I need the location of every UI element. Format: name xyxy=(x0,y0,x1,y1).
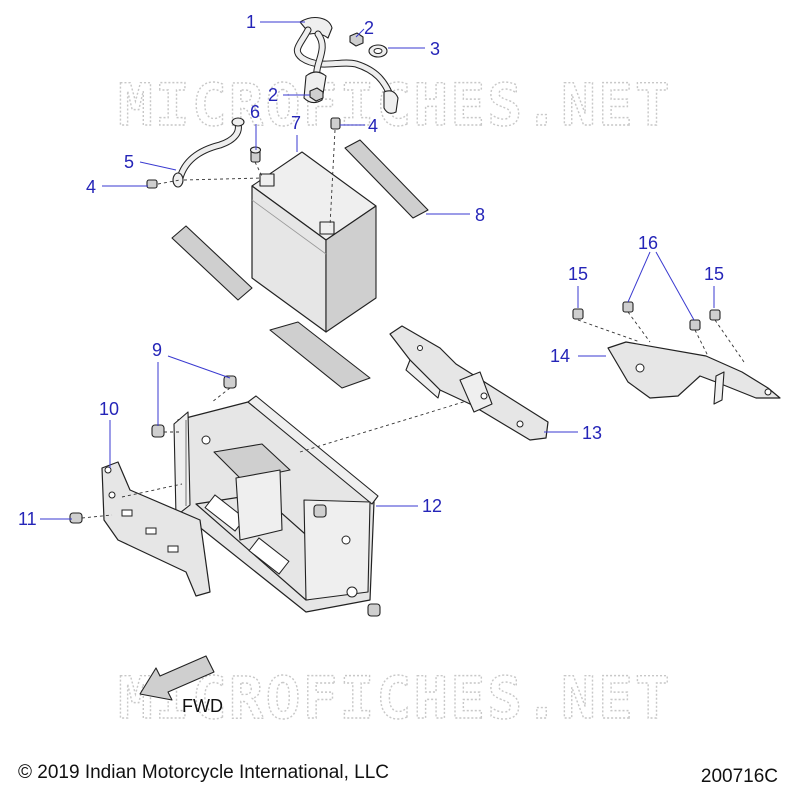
leaders xyxy=(40,21,715,520)
diagram-code: 200716C xyxy=(700,766,778,787)
copyright-notice: © 2019 Indian Motorcycle International, … xyxy=(18,762,389,783)
callout-11: 11 xyxy=(18,509,37,529)
bolt-tray-bottom xyxy=(367,603,381,617)
callout-2-lower: 2 xyxy=(268,85,278,105)
fwd-label: FWD xyxy=(182,696,223,716)
watermark-bottom: MICROFICHES.NET xyxy=(118,664,672,732)
screw-15-left xyxy=(572,308,584,320)
callout-2-upper: 2 xyxy=(364,18,374,38)
screw-4-top xyxy=(330,117,341,130)
battery-pad-right xyxy=(344,139,429,219)
callout-5: 5 xyxy=(124,152,134,172)
callout-13: 13 xyxy=(582,423,602,443)
callout-4-left: 4 xyxy=(86,177,96,197)
callout-4-top: 4 xyxy=(368,116,378,136)
bolt-9-lower xyxy=(151,424,165,438)
nut-lower xyxy=(309,87,324,102)
callout-12: 12 xyxy=(422,496,442,516)
callout-15-right: 15 xyxy=(704,264,724,284)
battery xyxy=(251,151,377,333)
ring-terminal xyxy=(368,44,388,58)
screw-15-right xyxy=(709,309,721,321)
battery-tray xyxy=(173,395,379,613)
nut-upper xyxy=(349,32,364,47)
callout-16: 16 xyxy=(638,233,658,253)
callout-10: 10 xyxy=(99,399,119,419)
fwd-arrow-icon xyxy=(139,655,215,701)
callout-3: 3 xyxy=(430,39,440,59)
screw-16-left xyxy=(622,301,634,313)
callout-1: 1 xyxy=(246,12,256,32)
callout-7: 7 xyxy=(291,113,301,133)
callout-8: 8 xyxy=(475,205,485,225)
negative-cable xyxy=(172,117,245,188)
screw-4-left xyxy=(146,179,158,189)
side-bracket xyxy=(607,341,781,405)
callout-14: 14 xyxy=(550,346,570,366)
callout-15-left: 15 xyxy=(568,264,588,284)
battery-pad-bottom xyxy=(269,321,371,389)
battery-pad-left xyxy=(171,225,253,301)
callout-9: 9 xyxy=(152,340,162,360)
callout-6: 6 xyxy=(250,102,260,122)
screw-16-right xyxy=(689,319,701,331)
bolt-11 xyxy=(69,512,83,524)
mounting-bracket xyxy=(389,325,549,441)
bolt-tray-inner xyxy=(313,504,327,518)
